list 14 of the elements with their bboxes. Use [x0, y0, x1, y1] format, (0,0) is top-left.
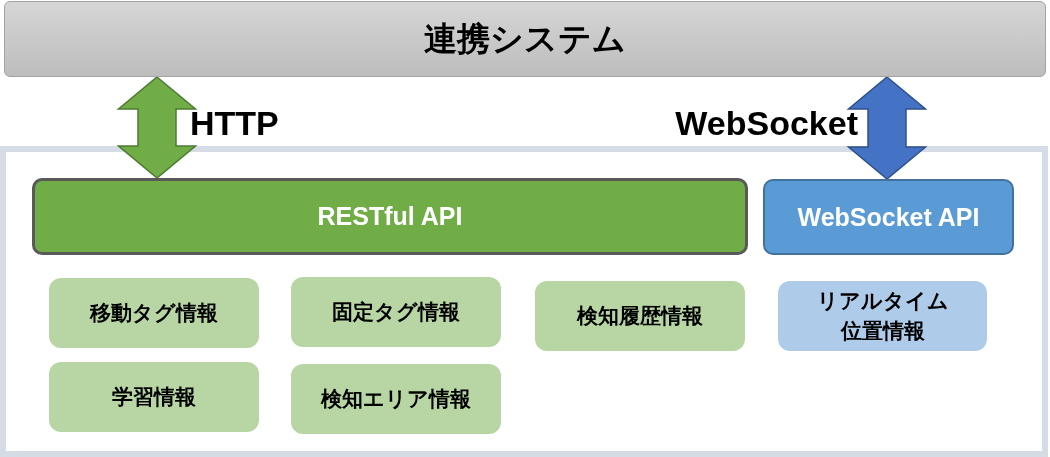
edge-label: HTTP — [190, 106, 279, 140]
api-box: RESTful API — [32, 178, 748, 255]
info-box: 移動タグ情報 — [49, 278, 259, 348]
info-box: リアルタイム位置情報 — [778, 281, 987, 351]
info-box: 検知エリア情報 — [291, 364, 501, 434]
info-box: 学習情報 — [49, 362, 259, 432]
double-arrow — [846, 76, 928, 180]
container-frame — [0, 146, 1048, 457]
system-bar: 連携システム — [4, 1, 1046, 77]
api-box: WebSocket API — [763, 179, 1014, 255]
edge-label: WebSocket — [675, 106, 858, 140]
double-arrow — [116, 76, 198, 179]
info-box: 検知履歴情報 — [535, 281, 745, 351]
info-box: 固定タグ情報 — [291, 277, 501, 347]
